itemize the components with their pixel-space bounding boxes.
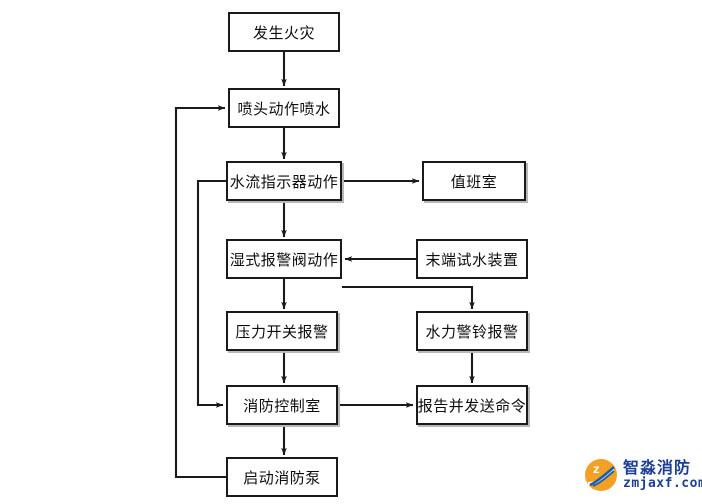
node-label: 末端试水装置 — [425, 250, 519, 269]
svg-text:Z: Z — [593, 466, 600, 476]
node-label: 值班室 — [450, 172, 498, 191]
node-label: 发生火灾 — [252, 23, 315, 42]
watermark-brand-cn: 智淼消防 — [623, 457, 692, 477]
node-fire-occurs[interactable]: 发生火灾 — [228, 12, 340, 52]
edge-flow-indicator-feedback-to-control-room — [196, 179, 226, 408]
node-duty-room[interactable]: 值班室 — [422, 161, 526, 201]
node-label: 水流指示器动作 — [229, 172, 339, 191]
node-start-fire-pump[interactable]: 启动消防泵 — [226, 457, 338, 497]
node-water-gong-alarm[interactable]: 水力警铃报警 — [416, 311, 528, 351]
node-label: 水力警铃报警 — [425, 322, 519, 341]
node-pressure-switch-alarm[interactable]: 压力开关报警 — [226, 311, 338, 351]
node-label: 压力开关报警 — [235, 322, 329, 341]
node-label: 湿式报警阀动作 — [229, 250, 339, 269]
node-fire-control-room[interactable]: 消防控制室 — [226, 385, 338, 425]
node-end-test-water-device[interactable]: 末端试水装置 — [416, 239, 528, 279]
edge-start-pump-feedback-to-sprinkler — [174, 105, 226, 479]
node-wet-alarm-valve[interactable]: 湿式报警阀动作 — [226, 239, 342, 279]
watermark: Z 智淼消防 zmjaxf.com — [584, 458, 702, 492]
node-sprinkler-activates[interactable]: 喷头动作喷水 — [228, 88, 340, 128]
node-report-and-send-command[interactable]: 报告并发送命令 — [416, 385, 528, 425]
node-water-flow-indicator[interactable]: 水流指示器动作 — [226, 161, 342, 201]
edge-wet-valve-to-water-gong — [342, 285, 475, 310]
node-label: 启动消防泵 — [243, 468, 321, 487]
zm-swoosh-logo-icon: Z — [585, 459, 617, 491]
node-label: 消防控制室 — [243, 396, 321, 415]
node-label: 报告并发送命令 — [417, 396, 527, 415]
watermark-brand-en: zmjaxf.com — [623, 475, 702, 491]
node-label: 喷头动作喷水 — [237, 99, 331, 118]
